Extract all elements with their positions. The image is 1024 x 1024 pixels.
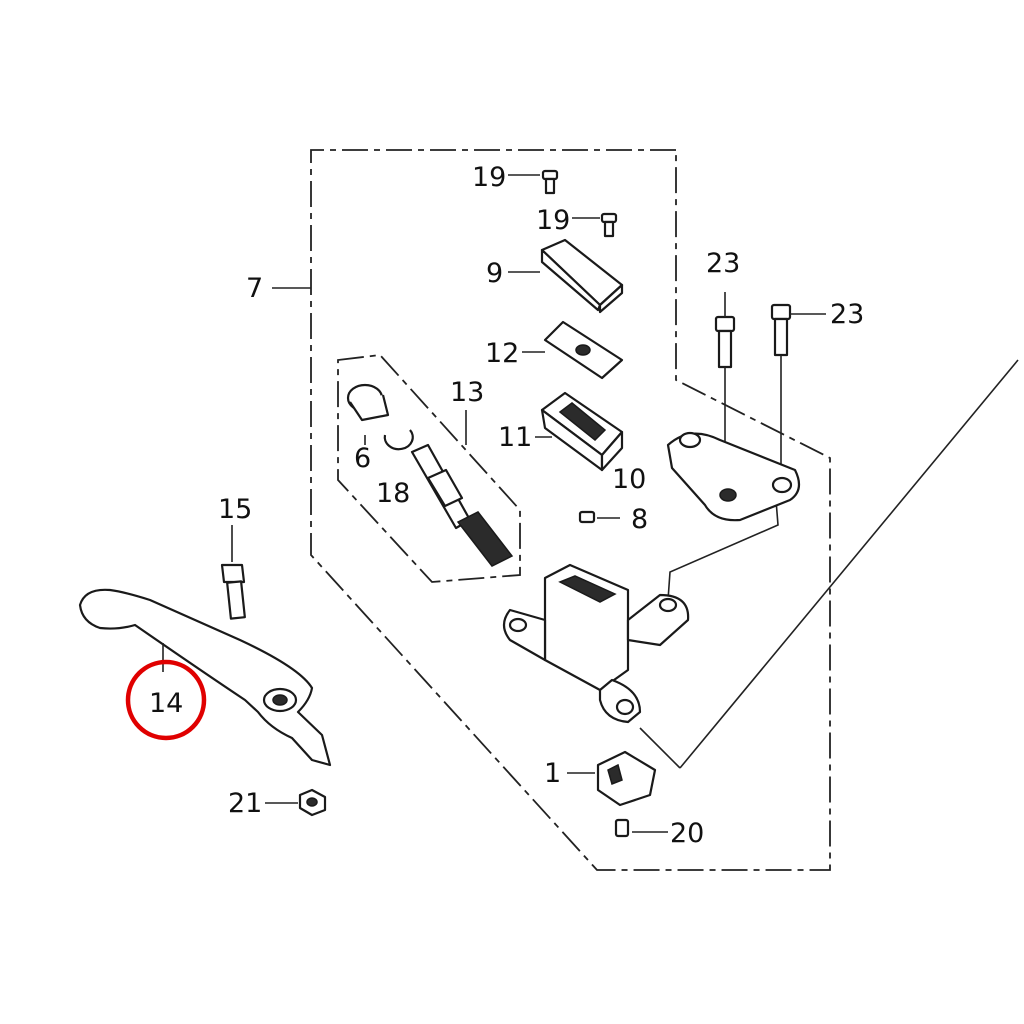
nut-21 bbox=[265, 788, 327, 817]
callout-23-left: 23 bbox=[706, 248, 740, 279]
guide-line-right bbox=[679, 359, 1019, 769]
screw-19-lower bbox=[572, 212, 618, 238]
callout-11: 11 bbox=[498, 422, 532, 453]
callout-18: 18 bbox=[376, 478, 410, 509]
diaphragm-plate-12 bbox=[522, 320, 624, 380]
screw-20 bbox=[614, 818, 668, 838]
callout-21: 21 bbox=[228, 788, 262, 819]
assembly-7-boundary bbox=[310, 149, 831, 871]
piston-assembly bbox=[410, 443, 514, 567]
reservoir-cap-9 bbox=[508, 238, 624, 314]
master-cylinder-body bbox=[502, 563, 690, 724]
clamp-holder-10 bbox=[666, 431, 801, 522]
diaphragm-11 bbox=[535, 391, 624, 472]
callout-1: 1 bbox=[544, 758, 561, 789]
kit-13-boundary bbox=[337, 354, 521, 583]
callout-13: 13 bbox=[450, 377, 484, 408]
callout-10: 10 bbox=[612, 464, 646, 495]
pivot-bolt-15 bbox=[220, 525, 246, 620]
callout-12: 12 bbox=[485, 338, 519, 369]
guide-line-clamp bbox=[667, 499, 779, 601]
callout-14: 14 bbox=[149, 688, 183, 719]
brake-lever-14 bbox=[78, 588, 332, 767]
callout-23-right: 23 bbox=[830, 299, 864, 330]
callout-7: 7 bbox=[246, 273, 263, 304]
callout-6: 6 bbox=[354, 443, 371, 474]
brake-switch-1 bbox=[567, 750, 657, 807]
guide-line-lower bbox=[639, 727, 681, 769]
callout-20: 20 bbox=[670, 818, 704, 849]
callout-15: 15 bbox=[218, 494, 252, 525]
screw-8 bbox=[578, 510, 620, 524]
bolt-23-left bbox=[714, 292, 736, 490]
highlight-circle bbox=[125, 659, 207, 741]
callout-8: 8 bbox=[631, 504, 648, 535]
callout-19-lower: 19 bbox=[536, 205, 570, 236]
circlip-18 bbox=[383, 429, 414, 451]
screw-19-top bbox=[508, 169, 559, 195]
boot-6 bbox=[346, 383, 390, 422]
bolt-23-right bbox=[770, 303, 826, 470]
callout-19: 19 bbox=[472, 162, 506, 193]
callout-9: 9 bbox=[486, 258, 503, 289]
